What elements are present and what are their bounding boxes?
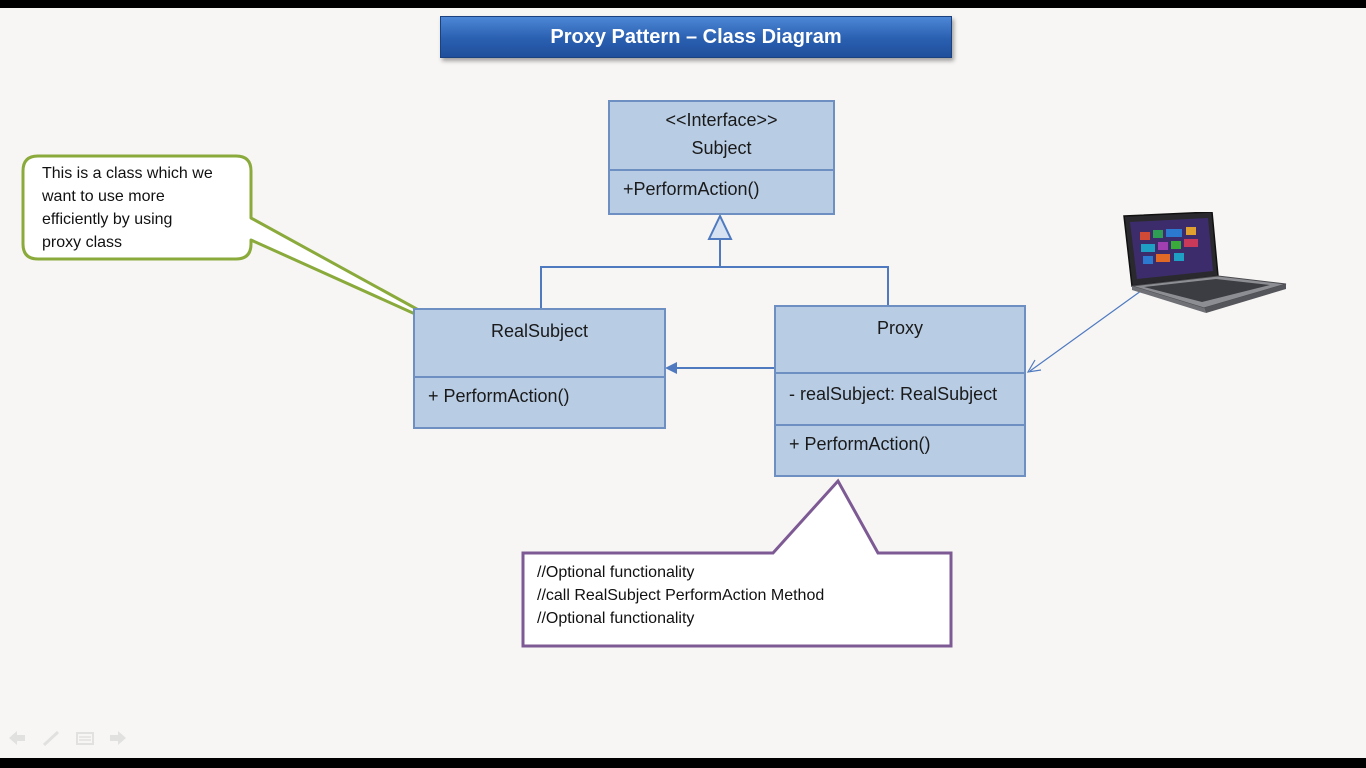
- back-arrow-icon[interactable]: [8, 730, 26, 746]
- green-callout-line: want to use more: [42, 188, 165, 205]
- client-arrow-line: [1029, 287, 1146, 372]
- green-callout-text: This is a class which we want to use mor…: [42, 162, 213, 254]
- purple-callout-text: //Optional functionality //call RealSubj…: [537, 561, 824, 630]
- purple-callout-line: //Optional functionality: [537, 610, 695, 627]
- green-callout-line: efficiently by using: [42, 211, 173, 228]
- purple-callout-line: //Optional functionality: [537, 564, 695, 581]
- green-callout-shape: [21, 154, 477, 343]
- diagram-connectors: [21, 154, 1146, 648]
- proxy-method: + PerformAction(): [776, 424, 1024, 455]
- laptop-icon: [1123, 212, 1287, 313]
- green-callout-line: proxy class: [42, 234, 123, 251]
- green-callout-line: This is a class which we: [42, 165, 213, 182]
- real-subject-name: RealSubject: [490, 321, 589, 341]
- proxy-field: - realSubject: RealSubject: [776, 372, 1024, 405]
- menu-icon[interactable]: [76, 730, 94, 746]
- association-arrowhead-icon: [665, 362, 677, 374]
- inheritance-triangle-icon: [707, 213, 733, 240]
- purple-callout-shape: [521, 478, 953, 648]
- subject-method: +PerformAction(): [610, 169, 833, 200]
- slide: Proxy Pattern – Class Diagram <<Interfac…: [0, 8, 1366, 758]
- proxy-name: Proxy: [876, 318, 923, 338]
- subject-stereotype: <<Interface>>: [665, 110, 778, 130]
- client-arrowhead-icon: [1026, 359, 1042, 373]
- proxy-class-box: Proxy - realSubject: RealSubject + Perfo…: [774, 305, 1026, 477]
- pen-icon[interactable]: [42, 730, 60, 746]
- real-subject-method: + PerformAction(): [415, 376, 664, 407]
- real-subject-class-box: RealSubject + PerformAction(): [413, 308, 666, 429]
- subject-interface-box: <<Interface>> Subject +PerformAction(): [608, 100, 835, 215]
- forward-arrow-icon[interactable]: [109, 730, 127, 746]
- inheritance-connector: [540, 266, 889, 309]
- diagram-title: Proxy Pattern – Class Diagram: [440, 16, 952, 58]
- purple-callout-line: //call RealSubject PerformAction Method: [537, 587, 825, 604]
- subject-name: Subject: [691, 138, 752, 158]
